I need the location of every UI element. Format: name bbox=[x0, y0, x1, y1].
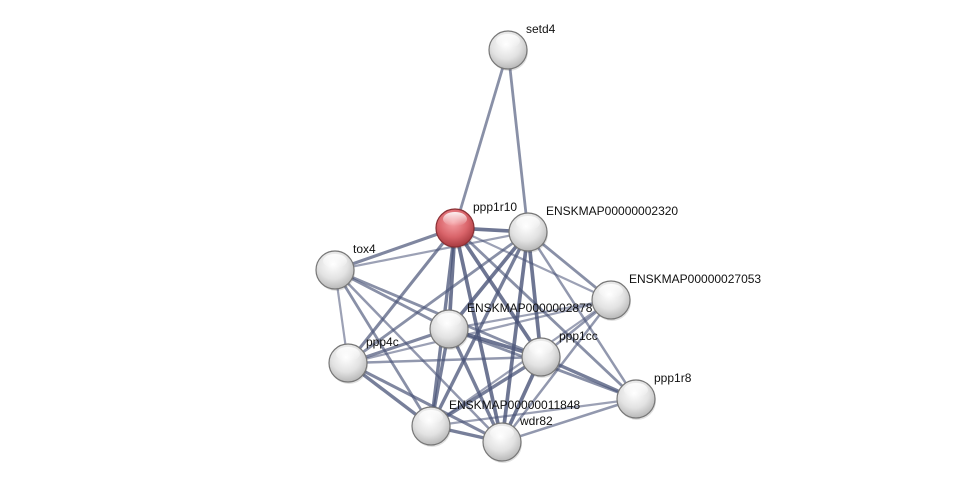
node-label-ppp1r8: ppp1r8 bbox=[654, 371, 692, 385]
node-label-E2320: ENSKMAP00000002320 bbox=[546, 204, 678, 218]
node-label-ppp4c: ppp4c bbox=[366, 335, 399, 349]
node-label-setd4: setd4 bbox=[526, 22, 556, 36]
edge-E2320-ppp1cc[interactable] bbox=[526, 231, 543, 358]
edge-setd4-E2320[interactable] bbox=[506, 49, 530, 233]
edge-E2878-wdr82[interactable] bbox=[447, 328, 504, 443]
edge-E27053-E11848[interactable] bbox=[430, 299, 612, 427]
nodes-layer bbox=[315, 30, 656, 463]
edge-E27053-wdr82[interactable] bbox=[501, 299, 612, 443]
node-ppp1cc[interactable] bbox=[521, 337, 561, 378]
node-label-ppp1r10: ppp1r10 bbox=[473, 200, 517, 214]
edge-E2320-E11848[interactable] bbox=[429, 231, 530, 427]
edge-E27053-E2878[interactable] bbox=[448, 298, 612, 331]
node-ppp1r8[interactable] bbox=[616, 379, 656, 420]
edge-setd4-ppp1r10[interactable] bbox=[453, 49, 510, 229]
node-label-tox4: tox4 bbox=[353, 242, 376, 256]
edge-ppp1r10-wdr82[interactable] bbox=[453, 227, 504, 443]
node-label-ppp1cc: ppp1cc bbox=[559, 329, 598, 343]
node-tox4[interactable] bbox=[315, 250, 355, 291]
node-E2320[interactable] bbox=[508, 212, 548, 253]
edge-ppp1r10-ppp1r8[interactable] bbox=[454, 226, 637, 401]
node-ppp4c[interactable] bbox=[328, 343, 368, 384]
edge-ppp1r10-tox4[interactable] bbox=[334, 226, 456, 272]
node-wdr82[interactable] bbox=[482, 422, 522, 463]
edge-E2320-ppp1r8[interactable] bbox=[526, 231, 638, 400]
edges-layer bbox=[333, 49, 638, 444]
edge-tox4-wdr82[interactable] bbox=[334, 269, 503, 443]
edge-ppp1cc-E11848[interactable] bbox=[430, 355, 542, 428]
edge-E2320-E2878[interactable] bbox=[447, 230, 530, 331]
edge-ppp1r8-E11848[interactable] bbox=[430, 397, 637, 428]
edge-ppp4c-wdr82[interactable] bbox=[347, 361, 503, 444]
labels-layer: setd4 ppp1r10 ENSKMAP00000002320 tox4ENSKMA… bbox=[353, 22, 761, 428]
node-label-E2878: ENSKMAP0000002878 bbox=[467, 301, 593, 315]
node-label-E11848: ENSKMAP00000011848 bbox=[449, 398, 581, 412]
edge-E27053-ppp4c[interactable] bbox=[347, 298, 612, 365]
node-E11848[interactable] bbox=[411, 406, 451, 447]
node-E2878[interactable] bbox=[429, 309, 469, 350]
node-E27053[interactable] bbox=[591, 280, 631, 321]
edge-tox4-E11848[interactable] bbox=[333, 269, 433, 427]
edge-ppp4c-ppp1cc[interactable] bbox=[347, 355, 542, 365]
edge-E2320-wdr82[interactable] bbox=[500, 231, 530, 443]
edge-E2320-tox4[interactable] bbox=[334, 230, 529, 272]
node-label-wdr82: wdr82 bbox=[519, 414, 553, 428]
edge-tox4-E2878[interactable] bbox=[334, 268, 450, 331]
edge-ppp1r8-wdr82[interactable] bbox=[501, 397, 637, 444]
node-label-E27053: ENSKMAP00000027053 bbox=[629, 272, 761, 286]
node-ppp1r10[interactable] bbox=[435, 208, 475, 249]
node-setd4[interactable] bbox=[488, 30, 528, 71]
